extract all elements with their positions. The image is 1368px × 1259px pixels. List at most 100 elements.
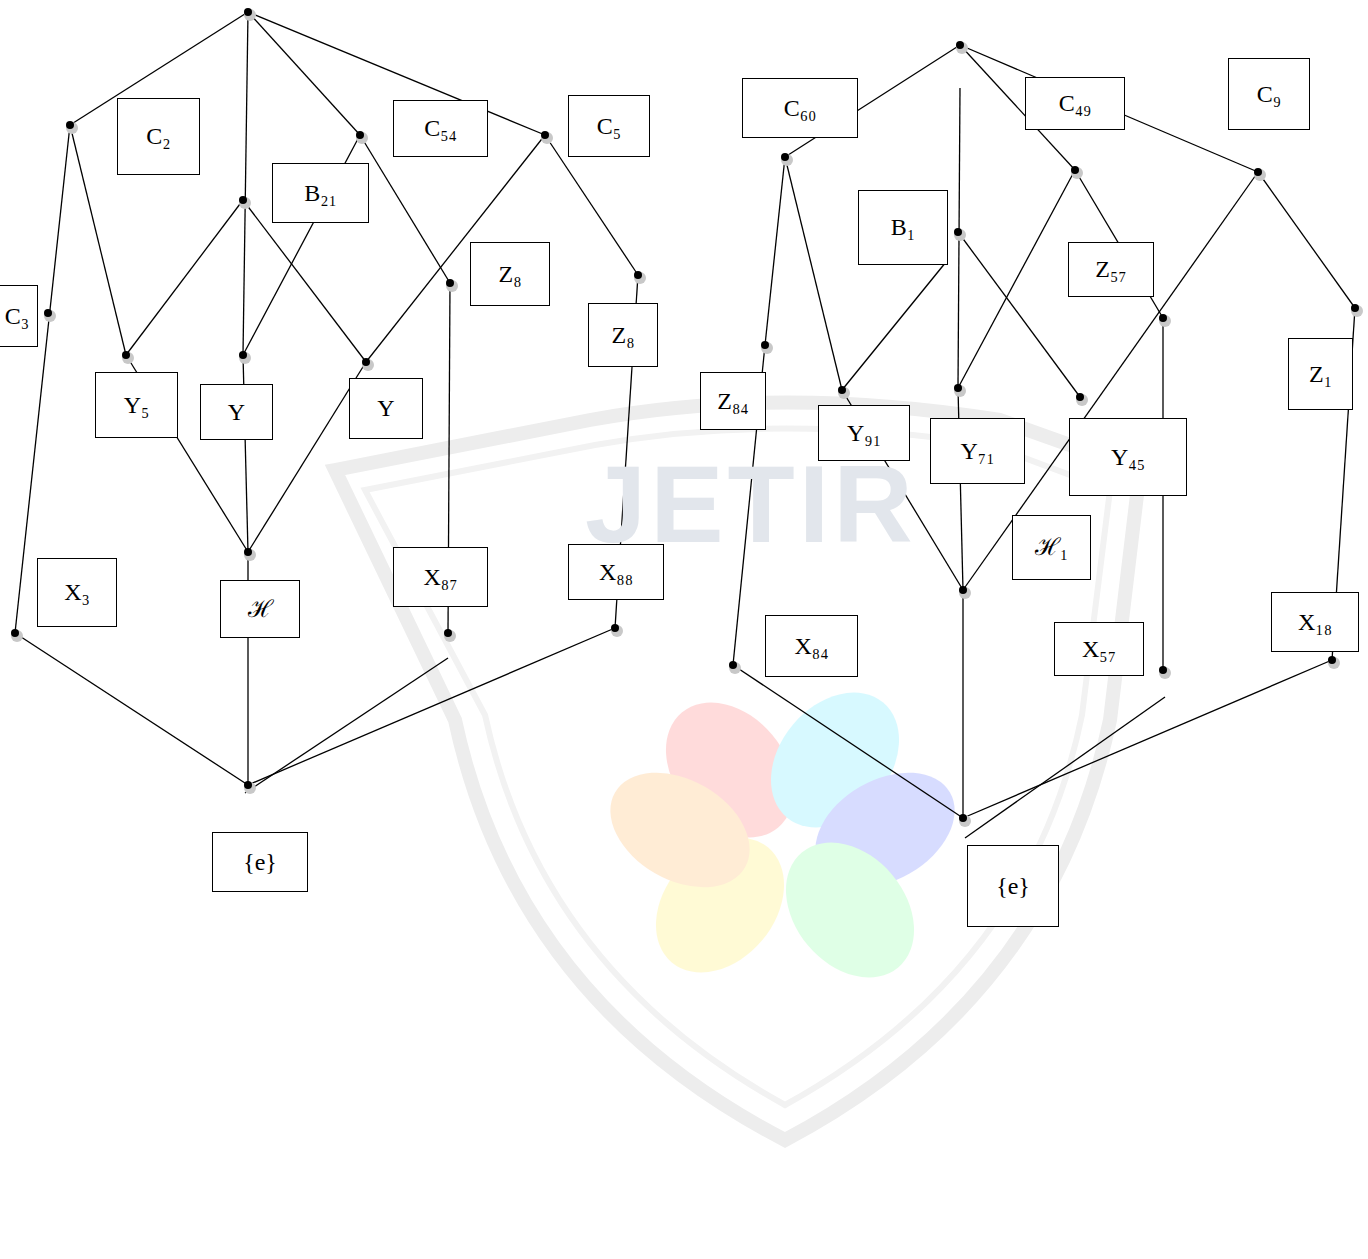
lattice-vertex	[11, 629, 19, 637]
subgroup-box: Y	[349, 378, 423, 439]
lattice-line	[842, 262, 946, 390]
lattice-line	[963, 660, 1332, 818]
subgroup-label: Y₅	[124, 392, 150, 418]
lattice-line	[1258, 172, 1355, 308]
lattice-line	[15, 633, 248, 785]
subgroup-box: {e}	[212, 832, 308, 892]
subgroup-label: X₅₇	[1082, 636, 1116, 662]
subgroup-label: B₂₁	[304, 180, 337, 206]
subgroup-label: C₅₄	[424, 115, 457, 141]
subgroup-label: Y₄₅	[1111, 444, 1145, 470]
subgroup-label: {e}	[243, 849, 277, 875]
dot-shadow	[1159, 315, 1171, 327]
lattice-line	[248, 628, 615, 785]
subgroup-box: C₅	[568, 95, 650, 157]
subgroup-label: Y	[377, 395, 394, 421]
dot-shadow	[1351, 305, 1363, 317]
subgroup-box: C₉	[1228, 58, 1310, 130]
watermark-shield	[335, 403, 1140, 1141]
subgroup-label: Z₈	[498, 261, 521, 287]
lattice-line	[126, 200, 243, 355]
lattice-line	[245, 658, 448, 793]
subgroup-box: ℋ	[220, 580, 300, 638]
dot-shadow	[244, 549, 256, 561]
lattice-vertex	[244, 781, 252, 789]
lattice-vertex	[611, 624, 619, 632]
subgroup-label: C₄₉	[1059, 90, 1092, 116]
subgroup-box: B₂₁	[272, 163, 369, 223]
lattice-vertex	[239, 351, 247, 359]
subgroup-box: X₈₄	[765, 615, 858, 677]
lattice-vertex	[239, 196, 247, 204]
subgroup-label: C₃	[5, 303, 29, 329]
subgroup-label: Z₁	[1309, 361, 1332, 387]
subgroup-label: Y₇₁	[960, 438, 994, 464]
lattice-vertex	[761, 341, 769, 349]
lattice-vertex	[634, 271, 642, 279]
subgroup-box: ℋ₁	[1012, 515, 1091, 580]
subgroup-label: C₉	[1257, 81, 1281, 107]
lattice-line	[733, 665, 963, 818]
dot-shadow	[446, 280, 458, 292]
lattice-vertex	[541, 131, 549, 139]
lattice-line	[248, 12, 360, 135]
subgroup-label: Z₈	[611, 322, 634, 348]
lattice-vertex	[1071, 166, 1079, 174]
subgroup-label: X₈₄	[794, 633, 828, 659]
subgroup-label: C₅	[597, 113, 621, 139]
watermark-text: JETIR	[585, 440, 917, 567]
subgroup-box: C₆₀	[742, 78, 858, 138]
dot-shadow	[1071, 167, 1083, 179]
dot-shadow	[1076, 394, 1088, 406]
lattice-vertex	[44, 309, 52, 317]
dot-shadow	[954, 229, 966, 241]
subgroup-box: X₅₇	[1054, 622, 1144, 676]
subgroup-label: X₃	[64, 579, 90, 605]
subgroup-box: Z₈₄	[700, 372, 766, 430]
lattice-vertex	[356, 131, 364, 139]
lattice-vertex	[729, 661, 737, 669]
subgroup-label: X₈₇	[423, 564, 457, 590]
lattice-vertex	[1328, 656, 1336, 664]
lattice-vertex	[66, 121, 74, 129]
lattice-vertex	[1351, 304, 1359, 312]
subgroup-label: Y	[228, 399, 245, 425]
lattice-vertex	[1159, 314, 1167, 322]
lattice-vertex	[959, 586, 967, 594]
subgroup-label: Z₅₇	[1095, 256, 1126, 282]
lattice-vertex	[1076, 393, 1084, 401]
subgroup-box: B₁	[858, 190, 948, 265]
subgroup-label: {e}	[996, 873, 1030, 899]
dot-shadow	[244, 9, 256, 21]
lattice-vertex	[781, 153, 789, 161]
dot-shadow	[356, 132, 368, 144]
dot-shadow	[362, 359, 374, 371]
lattice-vertex	[954, 384, 962, 392]
dot-shadow	[1159, 667, 1171, 679]
lattice-line	[360, 135, 450, 283]
subgroup-box: X₃	[37, 558, 117, 627]
dot-shadow	[541, 132, 553, 144]
lattice-vertex	[362, 358, 370, 366]
subgroup-box: Z₈	[470, 242, 550, 306]
dot-shadow	[634, 272, 646, 284]
lattice-line	[243, 200, 366, 362]
dot-shadow	[444, 630, 456, 642]
subgroup-box: Y₄₅	[1069, 418, 1187, 496]
subgroup-box: C₅₄	[393, 100, 488, 157]
subgroup-box: Z₅₇	[1068, 242, 1154, 297]
subgroup-box: X₁₈	[1271, 592, 1359, 652]
lattice-line	[965, 697, 1165, 838]
subgroup-box: Y₅	[95, 372, 178, 438]
lattice-vertex	[1254, 168, 1262, 176]
lattice-vertex	[959, 814, 967, 822]
subgroup-box: C₄₉	[1025, 77, 1125, 130]
dot-shadow	[611, 625, 623, 637]
lattice-vertex	[956, 41, 964, 49]
lattice-vertex	[1159, 666, 1167, 674]
dot-shadow	[761, 342, 773, 354]
lattice-line	[765, 157, 785, 345]
subgroup-box: Z₈	[588, 303, 658, 367]
subgroup-box: {e}	[967, 845, 1059, 927]
